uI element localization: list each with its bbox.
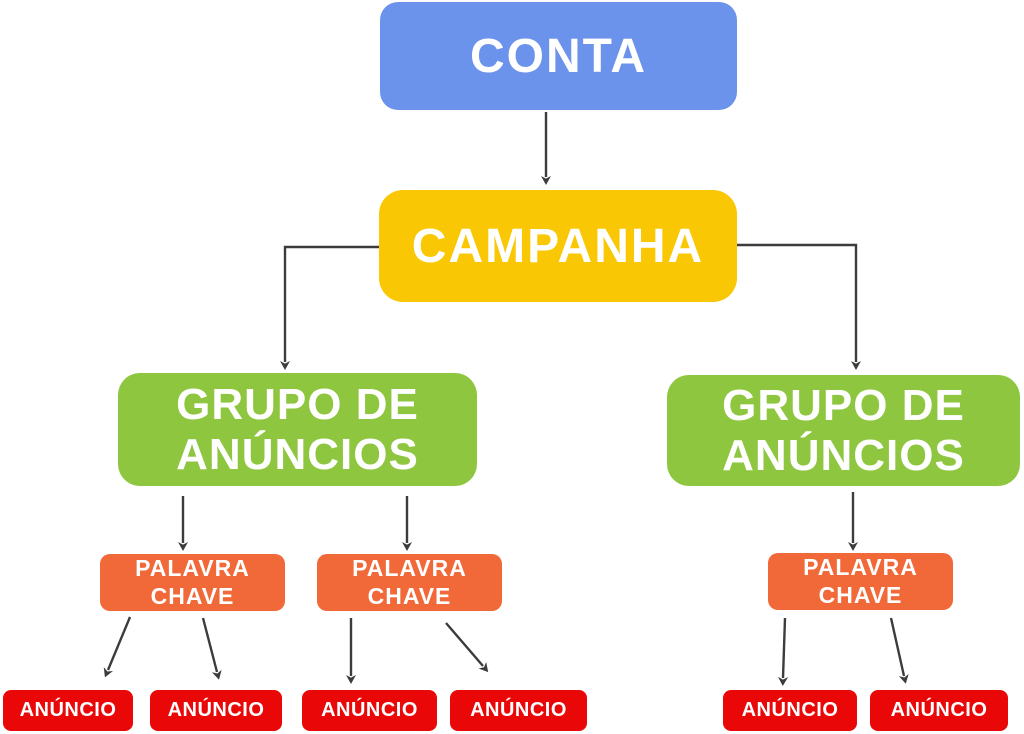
node-palavra-chave-1-label: PALAVRA CHAVE — [135, 554, 250, 609]
edge-palavra-chave-1-to-anuncio-1 — [103, 616, 132, 678]
node-palavra-chave-2: PALAVRA CHAVE — [317, 554, 502, 611]
edge-campanha-to-grupo-anuncios-1 — [280, 245, 379, 370]
node-palavra-chave-3-label: PALAVRA CHAVE — [803, 553, 918, 608]
node-anuncio-5: ANÚNCIO — [723, 690, 857, 731]
node-anuncio-5-label: ANÚNCIO — [741, 699, 839, 721]
node-grupo-de-anuncios-2: GRUPO DE ANÚNCIOS — [667, 375, 1020, 486]
node-anuncio-3-label: ANÚNCIO — [321, 699, 418, 721]
node-anuncio-4: ANÚNCIO — [450, 690, 587, 731]
node-anuncio-6-label: ANÚNCIO — [890, 699, 988, 721]
node-palavra-chave-1: PALAVRA CHAVE — [100, 554, 285, 611]
edge-palavra-chave-2-to-anuncio-4 — [445, 622, 489, 673]
node-campanha-label: CAMPANHA — [411, 219, 705, 273]
node-anuncio-2-label: ANÚNCIO — [167, 699, 265, 721]
node-grupo-de-anuncios-1: GRUPO DE ANÚNCIOS — [118, 373, 477, 486]
node-anuncio-4-label: ANÚNCIO — [470, 699, 567, 721]
edge-palavra-chave-3-to-anuncio-5 — [778, 617, 789, 686]
edge-campanha-to-grupo-anuncios-2 — [737, 243, 861, 370]
node-grupo-de-anuncios-2-label: GRUPO DE ANÚNCIOS — [722, 381, 965, 480]
node-anuncio-6: ANÚNCIO — [870, 690, 1008, 731]
node-anuncio-1: ANÚNCIO — [3, 690, 133, 731]
node-palavra-chave-2-label: PALAVRA CHAVE — [352, 554, 467, 609]
node-anuncio-1-label: ANÚNCIO — [19, 699, 117, 721]
edge-palavra-chave-3-to-anuncio-6 — [889, 617, 909, 684]
edge-palavra-chave-1-to-anuncio-2 — [201, 617, 222, 680]
node-anuncio-2: ANÚNCIO — [150, 690, 282, 731]
node-grupo-de-anuncios-1-label: GRUPO DE ANÚNCIOS — [176, 380, 419, 479]
node-palavra-chave-3: PALAVRA CHAVE — [768, 553, 953, 610]
node-campanha: CAMPANHA — [379, 190, 737, 302]
node-conta-label: CONTA — [469, 29, 648, 83]
node-anuncio-3: ANÚNCIO — [302, 690, 437, 731]
node-conta: CONTA — [380, 2, 737, 110]
